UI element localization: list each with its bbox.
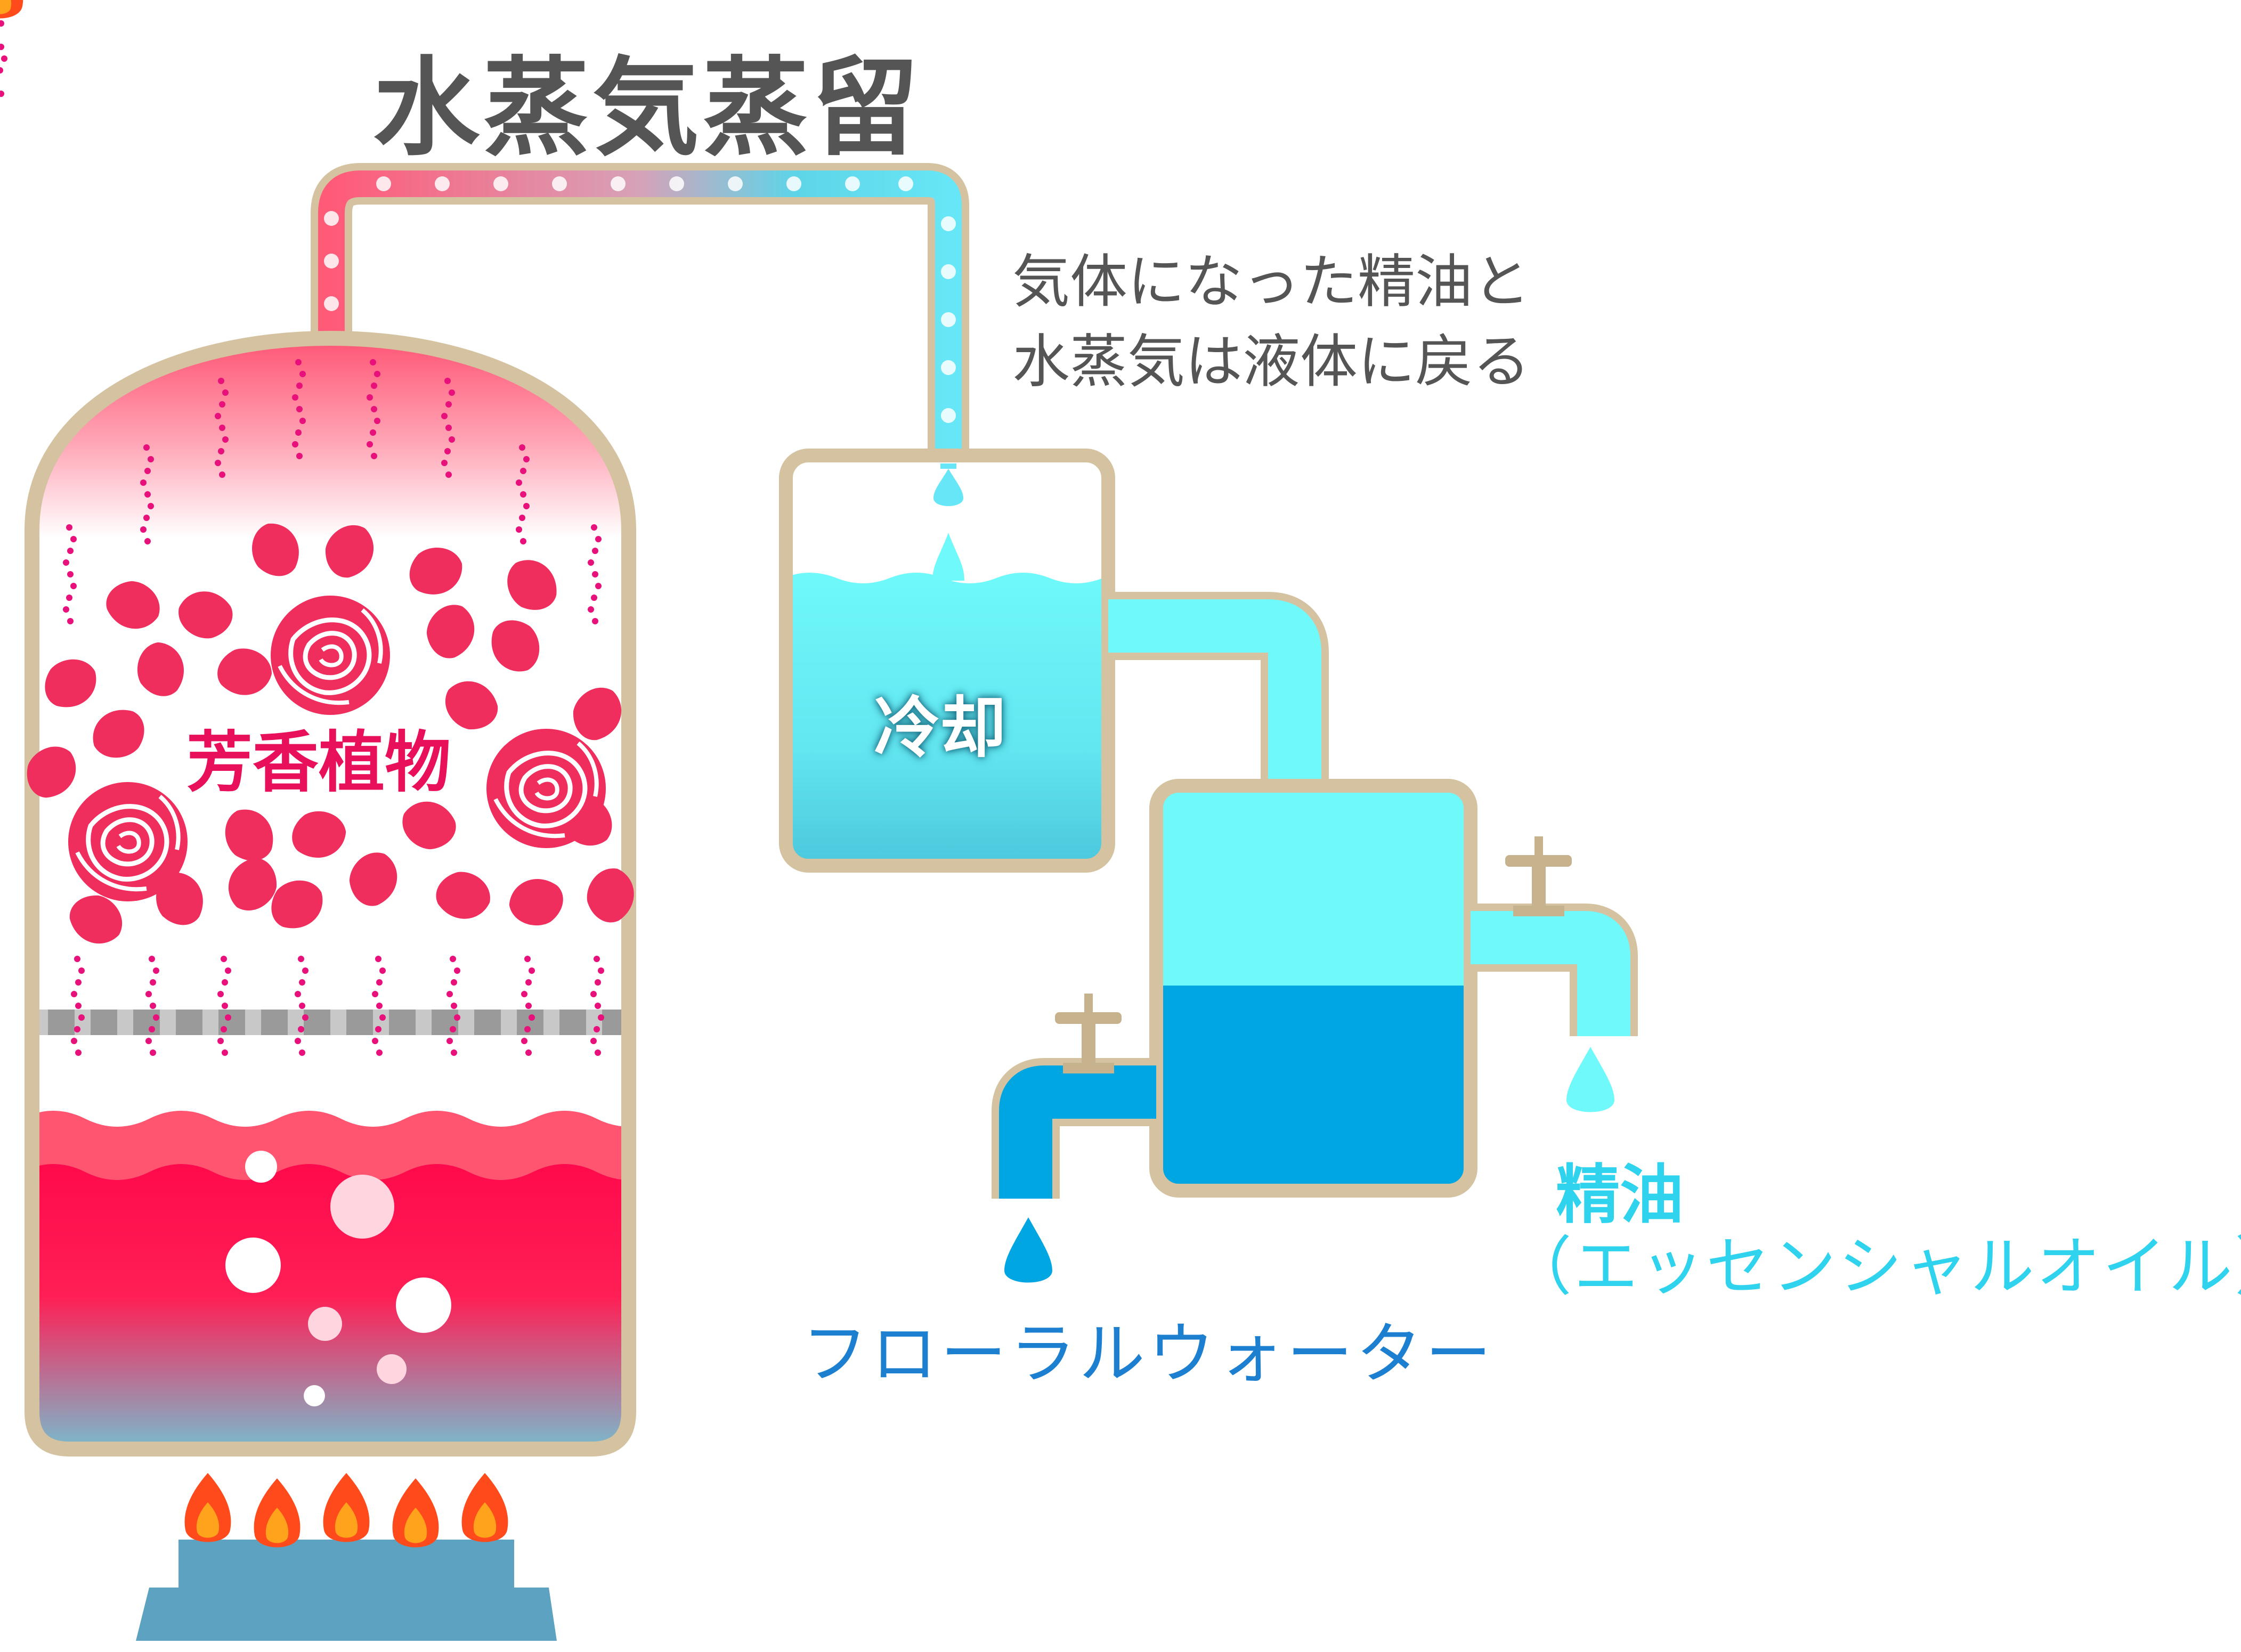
caption-line-1: 気体になった精油と: [1012, 249, 1531, 315]
diagram-title: 水蒸気蒸留: [373, 46, 922, 170]
oil-droplet-icon: [1566, 1047, 1614, 1112]
essential-oil-label: 精油: [1556, 1158, 1684, 1232]
essential-oil-subtitle: （エッセンシャルオイル）: [1508, 1230, 2241, 1304]
oil-tap: [1471, 836, 1638, 1036]
transfer-pipe: [1108, 592, 1329, 794]
flames: [0, 0, 508, 1548]
bubbles: [225, 1151, 451, 1406]
floral-water-label: フローラルウォーター: [802, 1316, 1495, 1393]
water-tap: [992, 994, 1156, 1199]
grid-plate: [32, 1010, 629, 1035]
burner: [0, 0, 557, 1641]
cooling-tank: [779, 449, 1115, 873]
caption-line-2: 水蒸気は液体に戻る: [1012, 329, 1531, 395]
vapor-pipe: [311, 163, 969, 463]
cooling-label: 冷却: [874, 690, 1006, 767]
condensation-caption: 気体になった精油と 水蒸気は液体に戻る: [1012, 242, 1530, 402]
separator-tank: [1149, 779, 1477, 1198]
aromatic-plants-label: 芳香植物: [186, 725, 451, 801]
water-droplet-icon: [1004, 1217, 1052, 1283]
